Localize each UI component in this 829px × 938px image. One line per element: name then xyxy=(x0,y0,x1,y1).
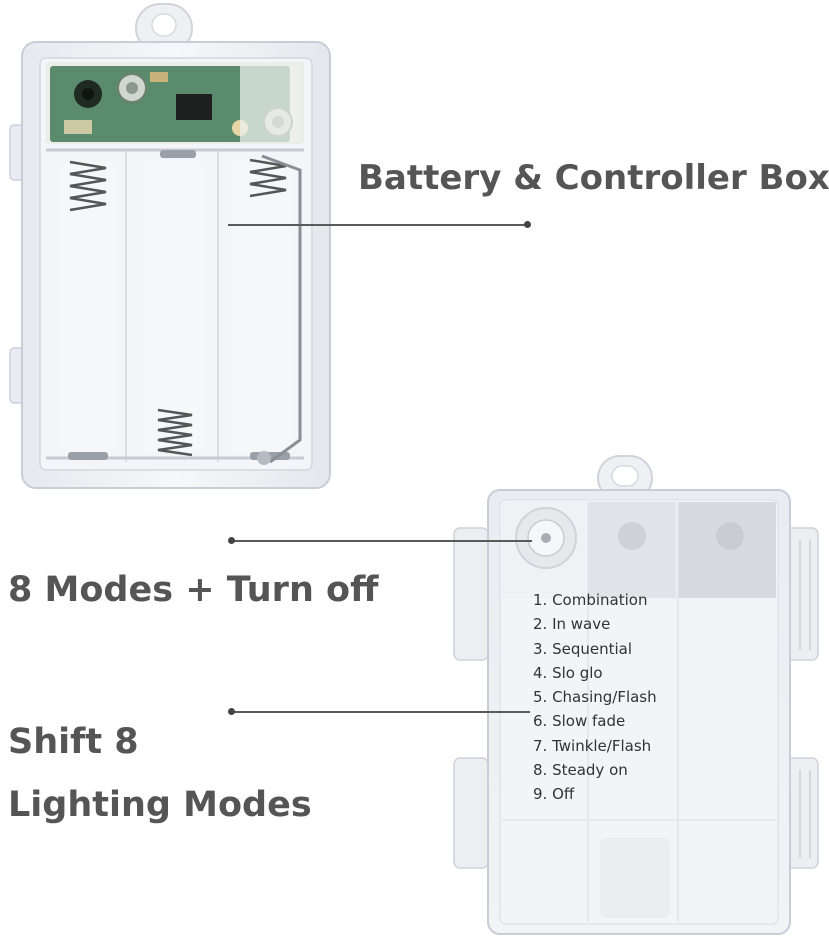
leader-dot xyxy=(524,221,531,228)
modes-caption: 8 Modes + Turn off xyxy=(8,570,379,610)
hanging-loop xyxy=(135,3,193,53)
controller-pcb xyxy=(46,62,304,144)
shift-modes-caption-line1: Shift 8 xyxy=(8,722,139,762)
leader-line-battery-box xyxy=(228,224,528,226)
list-item: 5. Chasing/Flash xyxy=(533,688,657,707)
leader-dot xyxy=(228,537,235,544)
leader-dot xyxy=(228,708,235,715)
list-item: 9. Off xyxy=(533,785,575,804)
shift-modes-caption-line2: Lighting Modes xyxy=(8,785,312,825)
list-item: 8. Steady on xyxy=(533,761,628,780)
battery-box-caption: Battery & Controller Box xyxy=(358,158,829,198)
leader-line-mode-button xyxy=(232,540,532,542)
list-item: 7. Twinkle/Flash xyxy=(533,736,652,755)
list-item: 1. Combination xyxy=(533,591,648,609)
list-item: 3. Sequential xyxy=(533,639,633,658)
list-item: 2. In wave xyxy=(533,615,611,634)
lighting-modes-list: 1. Combination 2. In wave 3. Sequential … xyxy=(533,588,657,807)
list-item: 6. Slow fade xyxy=(533,712,626,731)
leader-line-modes-list xyxy=(232,711,530,713)
list-item: 4. Slo glo xyxy=(533,663,603,682)
mode-button-icon xyxy=(515,507,577,569)
